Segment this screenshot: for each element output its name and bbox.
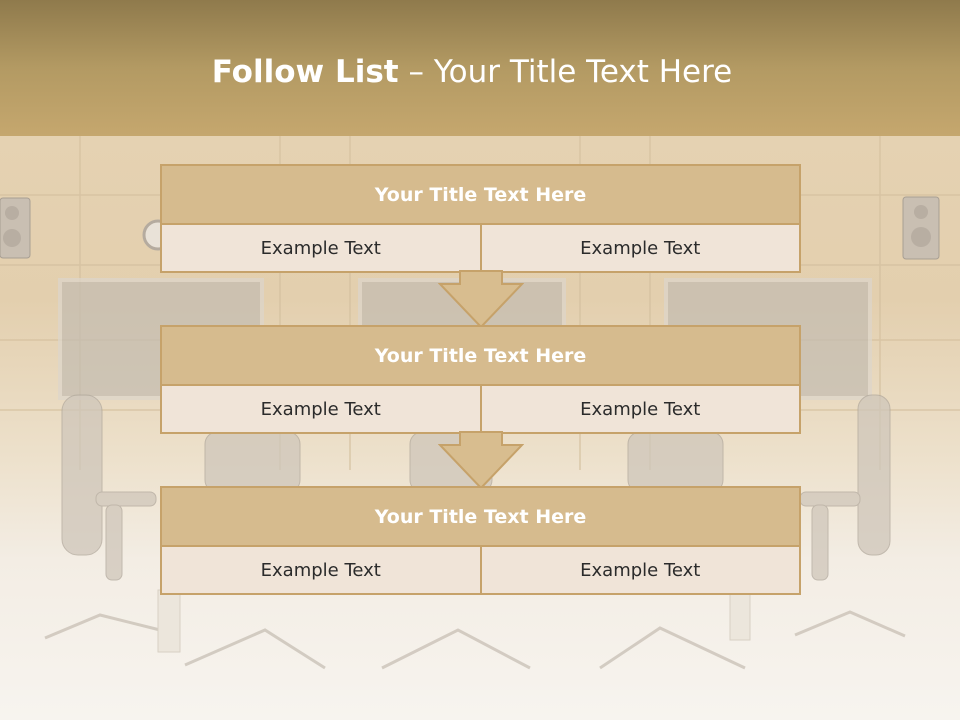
step-box-1: Your Title Text Here Example Text Exampl… — [160, 164, 801, 273]
arrow-down-icon — [438, 270, 524, 328]
arrow-down-icon — [438, 431, 524, 489]
step-box-2: Your Title Text Here Example Text Exampl… — [160, 325, 801, 434]
step-row: Example Text Example Text — [162, 225, 799, 271]
step-title: Your Title Text Here — [162, 327, 799, 386]
step-cell-right: Example Text — [580, 398, 701, 420]
step-title: Your Title Text Here — [162, 488, 799, 547]
slide-title-bold: Follow List — [211, 54, 399, 90]
step-cell-left: Example Text — [162, 547, 482, 593]
step-cell-right: Example Text — [580, 237, 701, 259]
step-cell-right: Example Text — [580, 559, 701, 581]
slide-title: Follow List – Your Title Text Here — [0, 54, 944, 90]
step-row: Example Text Example Text — [162, 386, 799, 432]
step-title: Your Title Text Here — [162, 166, 799, 225]
header-band: Follow List – Your Title Text Here — [0, 0, 960, 136]
speaker-icon — [0, 197, 31, 259]
step-cell-left: Example Text — [162, 225, 482, 271]
speaker-icon — [902, 196, 940, 260]
step-box-3: Your Title Text Here Example Text Exampl… — [160, 486, 801, 595]
slide-title-rest: – Your Title Text Here — [408, 54, 733, 90]
step-row: Example Text Example Text — [162, 547, 799, 593]
step-cell-left: Example Text — [162, 386, 482, 432]
